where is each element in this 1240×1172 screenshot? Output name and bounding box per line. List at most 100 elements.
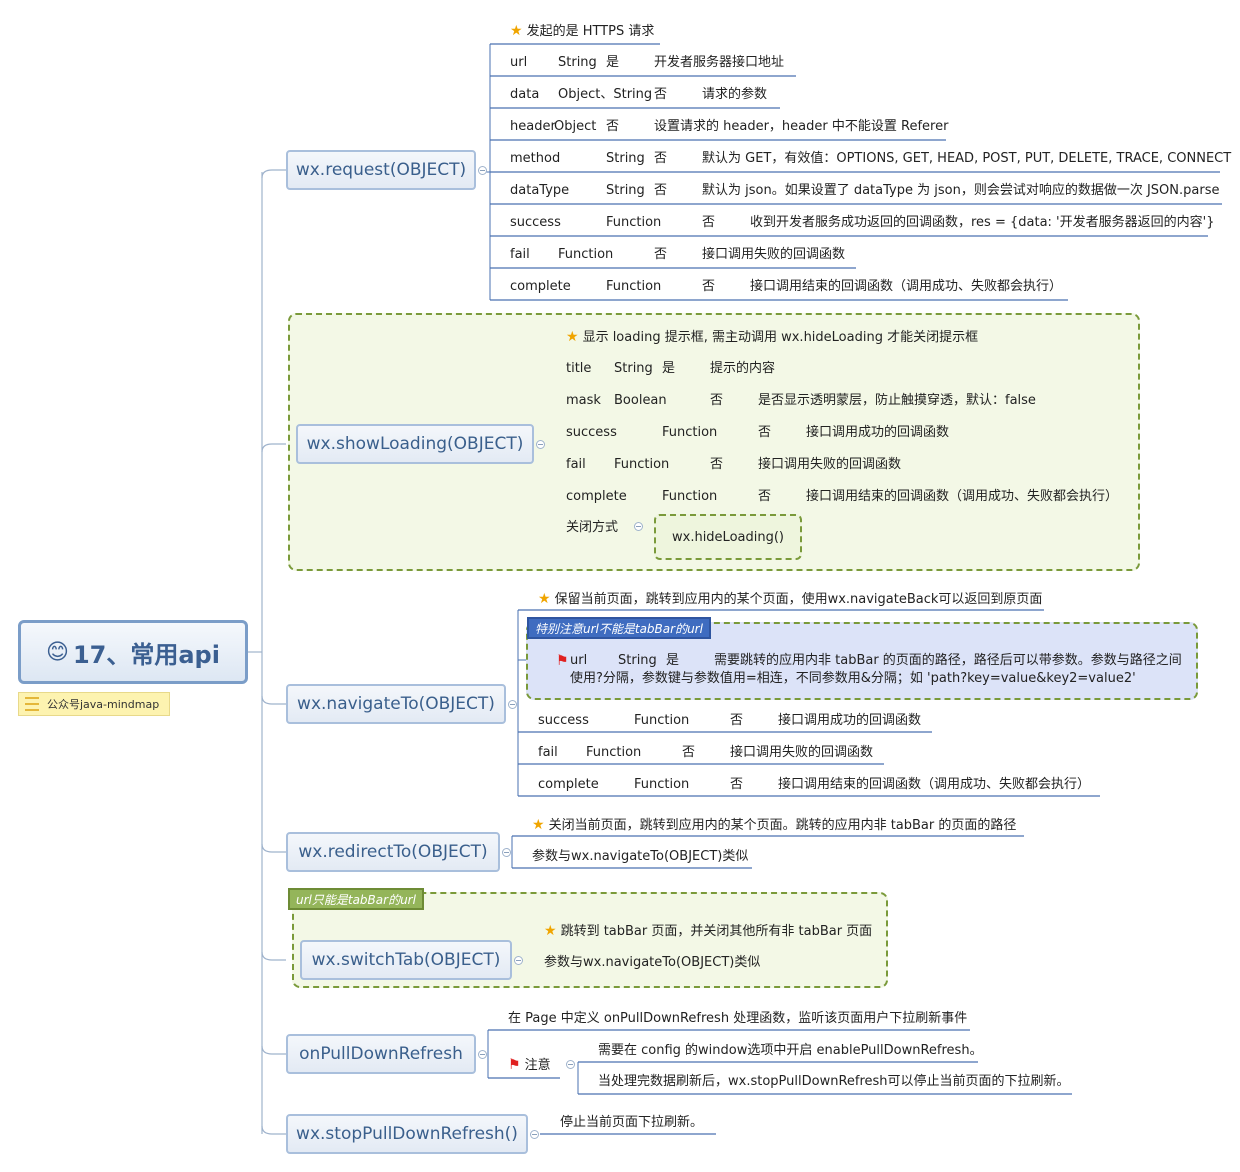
- param-type: Function: [662, 425, 718, 440]
- param-type: Object: [554, 119, 597, 134]
- branch-onpulldownrefresh[interactable]: onPullDownRefresh: [286, 1034, 476, 1074]
- param-desc: 接口调用失败的回调函数: [758, 457, 902, 472]
- param-required: 否: [758, 489, 772, 504]
- pulldown-note-1: 需要在 config 的window选项中开启 enablePullDownRe…: [598, 1043, 983, 1058]
- param-required: 否: [654, 247, 668, 262]
- param-desc: 接口调用结束的回调函数（调用成功、失败都会执行）: [806, 489, 1119, 504]
- branch-stoppulldownrefresh[interactable]: wx.stopPullDownRefresh(): [286, 1114, 528, 1154]
- param-type: Function: [586, 745, 642, 760]
- param-name: method: [510, 151, 561, 166]
- switchtab-tag: url只能是tabBar的url: [288, 888, 424, 910]
- collapse-toggle[interactable]: [634, 522, 643, 531]
- collapse-toggle[interactable]: [514, 956, 523, 965]
- collapse-toggle[interactable]: [536, 440, 545, 449]
- branch-navigateto[interactable]: wx.navigateTo(OBJECT): [286, 684, 506, 724]
- param-name: success: [566, 425, 617, 440]
- param-desc: 默认为 json。如果设置了 dataType 为 json，则会尝试对响应的数…: [702, 183, 1220, 198]
- root-label-text: 公众号java-mindmap: [47, 698, 160, 711]
- param-desc: 接口调用失败的回调函数: [702, 247, 846, 262]
- smile-icon: 😊: [46, 639, 69, 665]
- param-name: header: [510, 119, 556, 134]
- param-type: String: [606, 183, 645, 198]
- branch-redirectto[interactable]: wx.redirectTo(OBJECT): [286, 832, 500, 872]
- param-name: fail: [510, 247, 530, 262]
- stoppull-desc: 停止当前页面下拉刷新。: [560, 1115, 704, 1130]
- param-required: 否: [654, 87, 668, 102]
- collapse-toggle[interactable]: [566, 1060, 575, 1069]
- param-required: 是: [606, 55, 620, 70]
- param-desc: 开发者服务器接口地址: [654, 55, 785, 70]
- param-type: Function: [634, 713, 690, 728]
- collapse-toggle[interactable]: [530, 1130, 539, 1139]
- pulldown-note-2: 当处理完数据刷新后，wx.stopPullDownRefresh可以停止当前页面…: [598, 1074, 1070, 1089]
- star-icon: ★: [566, 329, 579, 345]
- star-icon: ★: [538, 591, 551, 607]
- root-title: 17、常用api: [72, 640, 220, 669]
- label-icon: [25, 697, 39, 711]
- param-type: Function: [558, 247, 614, 262]
- param-type: Function: [634, 777, 690, 792]
- param-required: 否: [730, 777, 744, 792]
- star-icon: ★: [544, 923, 557, 939]
- collapse-toggle[interactable]: [478, 1050, 487, 1059]
- param-name: title: [566, 361, 592, 376]
- param-desc: 接口调用成功的回调函数: [778, 713, 922, 728]
- branch-connector: [261, 843, 286, 853]
- branch-connector: [261, 1045, 286, 1055]
- param-required: 否: [654, 183, 668, 198]
- redirectto-detail: 参数与wx.navigateTo(OBJECT)类似: [532, 849, 749, 864]
- collapse-toggle[interactable]: [508, 700, 517, 709]
- star-icon: ★: [532, 817, 545, 833]
- param-desc: 接口调用结束的回调函数（调用成功、失败都会执行）: [778, 777, 1091, 792]
- param-type: Function: [614, 457, 670, 472]
- param-name: success: [538, 713, 589, 728]
- param-required: 否: [710, 393, 724, 408]
- branch-connector: [261, 169, 286, 179]
- param-desc: 设置请求的 header，header 中不能设置 Referer: [654, 119, 949, 134]
- param-required: 否: [758, 425, 772, 440]
- close-method-node[interactable]: wx.hideLoading(): [654, 514, 802, 560]
- branch-showloading[interactable]: wx.showLoading(OBJECT): [296, 424, 534, 464]
- branch-connector: [261, 695, 286, 705]
- param-desc: 接口调用失败的回调函数: [730, 745, 874, 760]
- param-required: 否: [606, 119, 620, 134]
- param-required: 否: [710, 457, 724, 472]
- param-name: complete: [510, 279, 571, 294]
- param-name: url: [510, 55, 528, 70]
- param-name: mask: [566, 393, 601, 408]
- pulldown-desc: 在 Page 中定义 onPullDownRefresh 处理函数，监听该页面用…: [508, 1011, 968, 1026]
- param-required: 否: [682, 745, 696, 760]
- param-required: 否: [730, 713, 744, 728]
- branch-connector: [261, 1125, 286, 1135]
- param-name: success: [510, 215, 561, 230]
- collapse-toggle[interactable]: [502, 848, 511, 857]
- param-required: 否: [702, 279, 716, 294]
- param-name: complete: [566, 489, 627, 504]
- branch-connector: [261, 443, 286, 453]
- root-topic[interactable]: 😊 17、常用api: [18, 620, 248, 684]
- param-type: Function: [606, 215, 662, 230]
- flag-icon: ⚑: [508, 1057, 521, 1073]
- param-type: String: [606, 151, 645, 166]
- showloading-close-label: 关闭方式: [566, 520, 619, 535]
- branch-request[interactable]: wx.request(OBJECT): [286, 150, 476, 190]
- param-type: Object、String: [558, 87, 653, 102]
- branch-switchtab[interactable]: wx.switchTab(OBJECT): [300, 940, 512, 980]
- param-desc: 提示的内容: [710, 361, 776, 376]
- param-name: fail: [566, 457, 586, 472]
- param-type: String: [558, 55, 597, 70]
- navigate-url-tag: 特别注意url不能是tabBar的url: [527, 617, 711, 639]
- switchtab-detail: 参数与wx.navigateTo(OBJECT)类似: [544, 955, 761, 970]
- root-label: 公众号java-mindmap: [18, 692, 171, 716]
- param-desc: 默认为 GET，有效值：OPTIONS, GET, HEAD, POST, PU…: [702, 151, 1232, 166]
- param-name: data: [510, 87, 540, 102]
- param-desc: 收到开发者服务成功返回的回调函数，res = {data: '开发者服务器返回的…: [750, 215, 1215, 230]
- star-icon: ★: [510, 23, 523, 39]
- param-name: dataType: [510, 183, 570, 198]
- branch-connector: [261, 951, 286, 961]
- param-type: Function: [662, 489, 718, 504]
- redirectto-note: ★关闭当前页面，跳转到应用内的某个页面。跳转的应用内非 tabBar 的页面的路…: [532, 817, 1017, 833]
- collapse-toggle[interactable]: [478, 166, 487, 175]
- switchtab-note: ★跳转到 tabBar 页面，并关闭其他所有非 tabBar 页面: [544, 923, 873, 939]
